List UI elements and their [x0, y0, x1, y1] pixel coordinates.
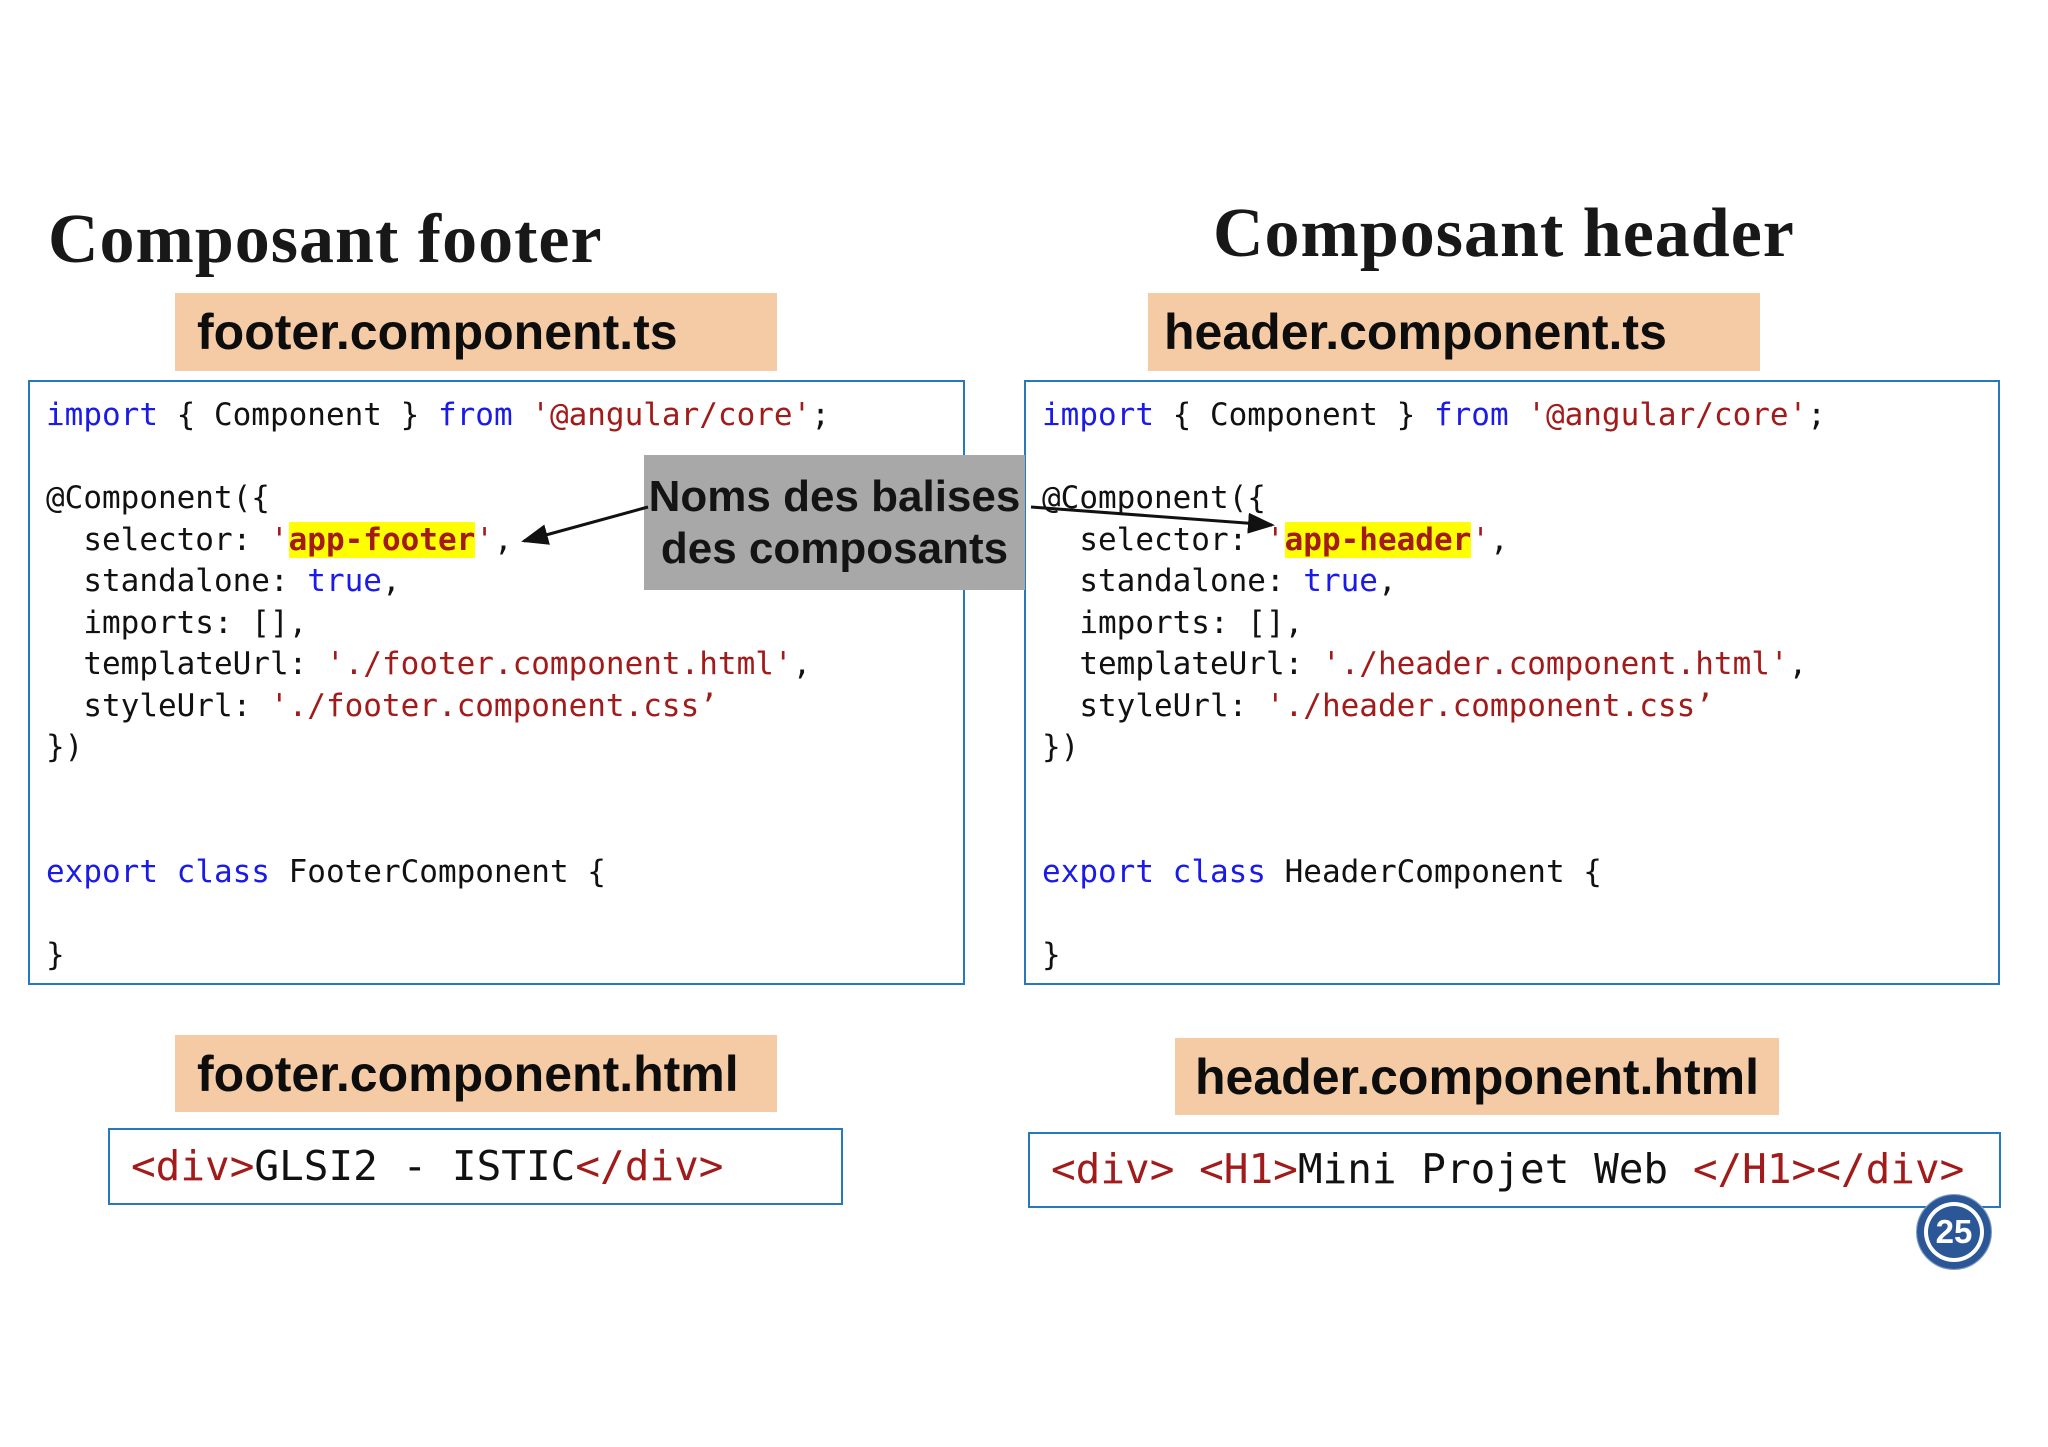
header-html-code-box: <div> <H1>Mini Projet Web </H1></div>: [1028, 1132, 2001, 1208]
code-line: [1042, 437, 1998, 479]
code-line: imports: [],: [46, 604, 308, 641]
code-line: [46, 893, 963, 935]
left-section-title: Composant footer: [48, 201, 603, 278]
code-line: import { Component } from '@angular/core…: [1042, 397, 1826, 433]
code-line: <div> <H1>Mini Projet Web </H1></div>: [1051, 1145, 1965, 1194]
code-line: }): [46, 729, 84, 765]
page-number: 25: [1935, 1213, 1973, 1250]
callout-line1: Noms des balises: [648, 471, 1021, 521]
file-label-footer-html-text: footer.component.html: [197, 1045, 739, 1102]
callout-line2: des composants: [660, 523, 1009, 573]
code-line: selector: 'app-footer',: [46, 521, 513, 558]
code-line: }: [46, 936, 65, 973]
code-line: templateUrl: './header.component.html',: [1042, 646, 1808, 682]
file-label-header-ts-text: header.component.ts: [1164, 304, 1667, 360]
code-line: selector: 'app-header',: [1042, 521, 1509, 558]
footer-html-code-box: <div>GLSI2 - ISTIC</div>: [108, 1128, 843, 1205]
code-line: imports: [],: [1042, 604, 1304, 641]
code-line: [46, 769, 963, 811]
code-line: }: [1042, 936, 1061, 973]
code-line: styleUrl: './header.component.css’: [1042, 687, 1714, 724]
file-label-footer-ts-text: footer.component.ts: [197, 304, 678, 360]
callout-box: Noms des balises des composants: [644, 455, 1025, 590]
file-label-footer-html: footer.component.html: [175, 1035, 777, 1112]
header-ts-code: import { Component } from '@angular/core…: [1026, 382, 1998, 976]
code-line: @Component({: [46, 480, 270, 516]
code-line: styleUrl: './footer.component.css’: [46, 687, 718, 724]
code-line: [46, 810, 963, 852]
code-line: }): [1042, 729, 1080, 765]
code-line: @Component({: [1042, 480, 1266, 516]
code-line: import { Component } from '@angular/core…: [46, 397, 830, 433]
code-line: [1042, 769, 1998, 811]
header-ts-code-box: import { Component } from '@angular/core…: [1024, 380, 2000, 985]
code-line: <div>GLSI2 - ISTIC</div>: [131, 1141, 724, 1190]
file-label-header-html-text: header.component.html: [1195, 1048, 1759, 1105]
file-label-header-html: header.component.html: [1175, 1038, 1779, 1115]
footer-ts-code: import { Component } from '@angular/core…: [30, 382, 963, 976]
code-line: [1042, 893, 1998, 935]
code-line: standalone: true,: [1042, 563, 1397, 599]
file-label-header-ts: header.component.ts: [1148, 293, 1760, 371]
page-number-badge: 25: [1916, 1194, 1992, 1270]
code-line: export class HeaderComponent {: [1042, 853, 1602, 890]
code-line: export class FooterComponent {: [46, 853, 606, 890]
code-line: templateUrl: './footer.component.html',: [46, 646, 812, 682]
code-line: standalone: true,: [46, 563, 401, 599]
file-label-footer-ts: footer.component.ts: [175, 293, 777, 371]
code-line: [1042, 810, 1998, 852]
right-section-title: Composant header: [1213, 195, 1795, 272]
